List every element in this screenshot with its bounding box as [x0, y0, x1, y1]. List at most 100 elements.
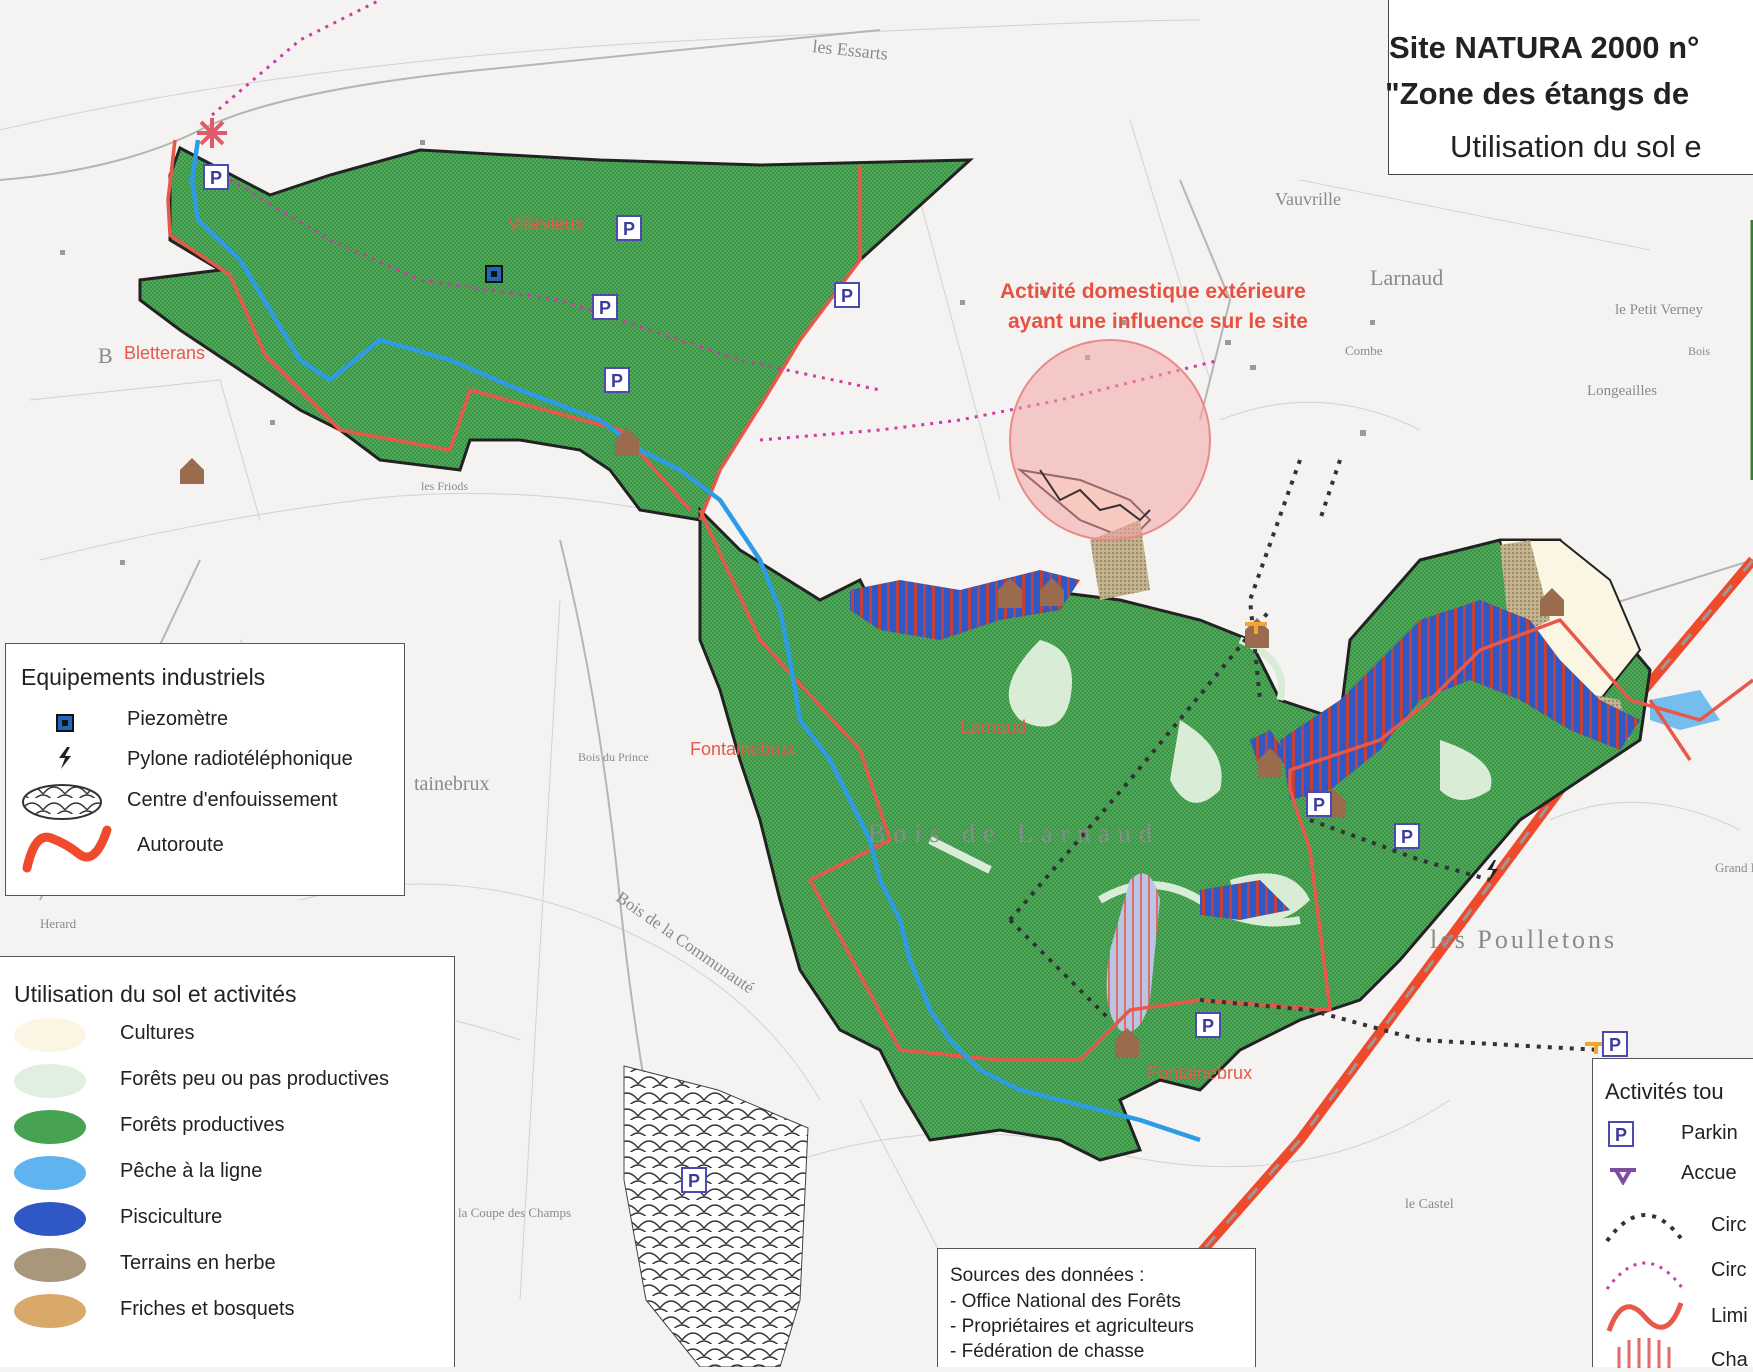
sources-title: Sources des données :: [950, 1265, 1145, 1286]
circuit-black: [1008, 459, 1601, 1052]
legend-industrial-title: Equipements industriels: [21, 664, 266, 690]
legend-item-cultures: Cultures: [120, 1022, 195, 1044]
pylon-icon: [1487, 860, 1498, 882]
influence-boundary: [1039, 469, 1151, 522]
svg-text:P: P: [210, 168, 222, 188]
place-tainebrux: tainebrux: [414, 773, 490, 795]
title-line2: "Zone des étangs de: [1385, 76, 1690, 111]
sources-line-1: - Office National des Forêts: [950, 1291, 1181, 1312]
place-bois: Bois: [1688, 344, 1710, 358]
label-villevieux: Villevieux: [508, 214, 584, 234]
legend-landuse-title: Utilisation du sol et activités: [14, 981, 297, 1007]
legend-tourism-title: Activités tou: [1605, 1079, 1724, 1104]
legend-item-pylone: Pylone radiotéléphonique: [127, 748, 353, 770]
pisciculture-2: [1280, 600, 1640, 800]
title-subtitle: Utilisation du sol e: [1450, 129, 1702, 164]
influence-circle: [1009, 339, 1211, 541]
river: [189, 139, 1201, 1143]
swatch-forets-peu: [14, 1064, 86, 1098]
village-blocks: [60, 140, 1375, 565]
star-marker: [197, 118, 227, 148]
motorway-legend-icon: [22, 825, 112, 873]
place-herard: Herard: [40, 916, 77, 931]
swatch-friches: [14, 1294, 86, 1328]
pisciculture-3: [1200, 880, 1290, 920]
swatch-forets-productives: [14, 1110, 86, 1144]
place-larnaud-topo: Larnaud: [1370, 265, 1443, 290]
place-longeailles: Longeailles: [1587, 383, 1657, 399]
label-larnaud: Larnaud: [960, 717, 1026, 737]
legend-item-chasse: Cha: [1711, 1349, 1748, 1371]
parking-legend-icon: P: [1608, 1121, 1634, 1147]
svg-text:P: P: [688, 1171, 700, 1191]
label-fontainebrux-2: Fontainebrux: [1147, 1063, 1252, 1083]
legend-item-circuit-2: Circ: [1711, 1259, 1747, 1281]
svg-text:P: P: [623, 219, 635, 239]
limit-legend-icon: [1606, 1302, 1684, 1332]
legend-tourism: Activités tou P Parkin Accue Circ Circ L…: [1592, 1058, 1753, 1371]
legend-item-parking: Parkin: [1681, 1122, 1738, 1144]
swatch-pisciculture: [14, 1202, 86, 1236]
swatch-cultures: [14, 1018, 86, 1052]
svg-text:P: P: [1615, 1125, 1627, 1145]
piezometer-legend-icon: [56, 714, 74, 732]
place-b-letter: B: [98, 343, 113, 368]
svg-text:P: P: [599, 298, 611, 318]
reception-legend-icon: [1610, 1168, 1636, 1185]
parking-icons: P P P P P P P P P P: [203, 164, 1628, 1193]
legend-item-pisciculture: Pisciculture: [120, 1206, 223, 1228]
title-box: Site NATURA 2000 n° "Zone des étangs de …: [1385, 0, 1753, 175]
sources-box: Sources des données : - Office National …: [937, 1248, 1256, 1367]
red-place-labels: Villevieux Bletterans Larnaud Fontainebr…: [124, 214, 1308, 1083]
svg-text:P: P: [841, 286, 853, 306]
legend-item-forets-productives: Forêts productives: [120, 1114, 285, 1136]
svg-text:P: P: [1401, 827, 1413, 847]
site-limit-lines: [166, 139, 1753, 1062]
label-bletterans: Bletterans: [124, 343, 205, 363]
place-bois-de-larnaud: Bois de Larnaud: [868, 819, 1160, 848]
place-bois-du-prince: Bois du Prince: [578, 750, 649, 764]
place-combe: Combe: [1345, 343, 1383, 358]
swatch-peche: [14, 1156, 86, 1190]
circuit-pink: [211, 0, 1221, 442]
title-line1: Site NATURA 2000 n°: [1389, 30, 1700, 65]
sources-line-3: - Fédération de chasse: [950, 1341, 1145, 1362]
swatch-terrains-herbe: [14, 1248, 86, 1282]
place-le-castel: le Castel: [1405, 1197, 1454, 1212]
legend-landuse: Utilisation du sol et activités Cultures…: [0, 956, 455, 1367]
legend-item-circuit-1: Circ: [1711, 1214, 1747, 1236]
legend-item-friches: Friches et bosquets: [120, 1298, 295, 1320]
legend-item-peche: Pêche à la ligne: [120, 1160, 263, 1182]
place-la-coupe-des-champs: la Coupe des Champs: [458, 1205, 571, 1220]
hunting-legend-icon: [1617, 1338, 1671, 1368]
landfill-area: [623, 1065, 809, 1367]
legend-item-forets-peu: Forêts peu ou pas productives: [120, 1068, 390, 1090]
svg-text:P: P: [611, 371, 623, 391]
hunting-area: [1106, 873, 1160, 1032]
legend-item-autoroute: Autoroute: [137, 834, 224, 856]
sources-line-2: - Propriétaires et agriculteurs: [950, 1316, 1194, 1337]
place-le-petit-verney: le Petit Verney: [1615, 302, 1704, 318]
pisciculture-1: [850, 570, 1080, 640]
place-les-poulletons: les Poulletons: [1430, 925, 1617, 954]
circuit-pink-legend-icon: [1605, 1261, 1685, 1290]
svg-text:P: P: [1609, 1035, 1621, 1055]
place-vauvrille: Vauvrille: [1275, 189, 1341, 209]
landfill-legend-icon: [22, 784, 102, 820]
legend-item-piezometre: Piezomètre: [127, 708, 229, 730]
label-activity-line2: ayant une influence sur le site: [1008, 310, 1308, 333]
legend-item-accueil: Accue: [1681, 1162, 1737, 1184]
forest-northwest: [138, 145, 974, 522]
svg-text:P: P: [1202, 1016, 1214, 1036]
piezometer-icon: [485, 265, 503, 283]
legend-item-limite: Limi: [1711, 1305, 1748, 1327]
circuit-black-legend-icon: [1605, 1213, 1685, 1243]
pylon-legend-icon: [59, 747, 71, 769]
label-fontainebrux-1: Fontainebrux: [690, 739, 795, 759]
svg-text:P: P: [1313, 795, 1325, 815]
legend-item-terrains-herbe: Terrains en herbe: [120, 1252, 276, 1274]
place-les-friods: les Friods: [421, 479, 468, 493]
place-grand-bad: Grand Bad: [1715, 860, 1753, 875]
legend-industrial: Equipements industriels Piezomètre Pylon…: [5, 643, 405, 896]
label-activity-line1: Activité domestique extérieure: [1000, 280, 1306, 303]
